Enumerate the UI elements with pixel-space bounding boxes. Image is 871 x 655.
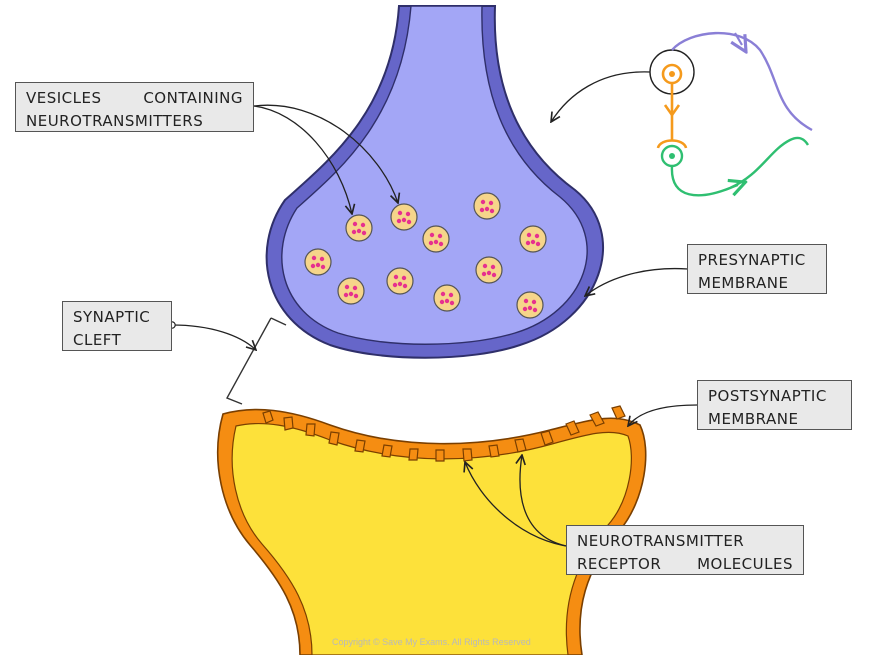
- synaptic-cleft-bracket: [226, 317, 287, 405]
- vesicle: [386, 267, 414, 295]
- presynaptic-terminal: [265, 5, 604, 359]
- arrow-receptor-1: [465, 462, 573, 548]
- label-presynaptic-line1: PRESYNAPTIC: [698, 251, 806, 269]
- arrow-receptor-2: [520, 455, 573, 548]
- receptor: [488, 444, 500, 458]
- label-receptor: NEUROTRANSMITTER RECEPTOR MOLECULES: [566, 525, 804, 575]
- arrow-cleft: [171, 324, 256, 350]
- label-postsynaptic-line1: POSTSYNAPTIC: [708, 387, 827, 405]
- receptor: [408, 448, 419, 461]
- label-cleft-line2: CLEFT: [73, 331, 122, 349]
- receptor: [381, 444, 393, 458]
- arrow-presynaptic: [585, 267, 689, 296]
- inset-green-axon: [670, 136, 810, 197]
- inset-purple-axon: [671, 31, 813, 132]
- label-vesicles-word1: VESICLES: [26, 89, 102, 107]
- label-vesicles-word2: CONTAINING: [143, 89, 243, 107]
- vesicle: [473, 192, 501, 220]
- receptor: [514, 438, 527, 453]
- label-vesicles-line2: NEUROTRANSMITTERS: [26, 112, 204, 130]
- neuron-pathway-icon: [649, 31, 813, 197]
- receptor: [611, 405, 626, 420]
- label-presynaptic-line2: MEMBRANE: [698, 274, 789, 292]
- postsynaptic-cell: [217, 405, 647, 655]
- receptor: [589, 411, 605, 427]
- vesicle: [337, 277, 365, 305]
- arrow-inset-to-knob: [551, 71, 651, 122]
- receptor: [462, 448, 473, 462]
- receptor: [283, 416, 294, 431]
- arrow-vesicles-2: [253, 104, 398, 203]
- label-receptor-line1: NEUROTRANSMITTER: [577, 532, 745, 550]
- vesicle: [516, 291, 544, 319]
- label-receptor-word2: MOLECULES: [697, 555, 793, 573]
- receptor: [354, 439, 366, 453]
- receptor: [435, 449, 445, 462]
- label-postsynaptic: POSTSYNAPTIC MEMBRANE: [697, 380, 852, 430]
- receptor: [328, 431, 340, 446]
- vesicles: [304, 192, 547, 319]
- label-vesicles: VESICLES CONTAINING NEUROTRANSMITTERS: [15, 82, 254, 132]
- label-cleft-line1: SYNAPTIC: [73, 308, 151, 326]
- vesicle: [390, 203, 418, 231]
- vesicle: [345, 214, 373, 242]
- leader-lines: [171, 71, 698, 548]
- arrow-vesicles-1: [253, 105, 352, 214]
- vesicle: [433, 284, 461, 312]
- label-synaptic-cleft: SYNAPTIC CLEFT: [62, 301, 172, 351]
- inset-orange-ring: [661, 63, 683, 85]
- label-postsynaptic-line2: MEMBRANE: [708, 410, 799, 428]
- receptor-molecules: [262, 405, 626, 462]
- vesicle: [422, 225, 450, 253]
- receptor: [305, 423, 316, 437]
- receptor: [565, 420, 580, 436]
- vesicle: [304, 248, 332, 276]
- postsynaptic-cytoplasm: [231, 422, 632, 655]
- vesicle: [519, 225, 547, 253]
- copyright-text: Copyright © Save My Exams. All Rights Re…: [332, 637, 531, 647]
- label-receptor-word1: RECEPTOR: [577, 555, 662, 573]
- receptor: [262, 410, 274, 424]
- vesicle: [475, 256, 503, 284]
- presynaptic-cytoplasm: [281, 5, 588, 345]
- arrow-postsynaptic: [628, 404, 698, 426]
- label-presynaptic: PRESYNAPTIC MEMBRANE: [687, 244, 827, 294]
- receptor: [540, 430, 554, 446]
